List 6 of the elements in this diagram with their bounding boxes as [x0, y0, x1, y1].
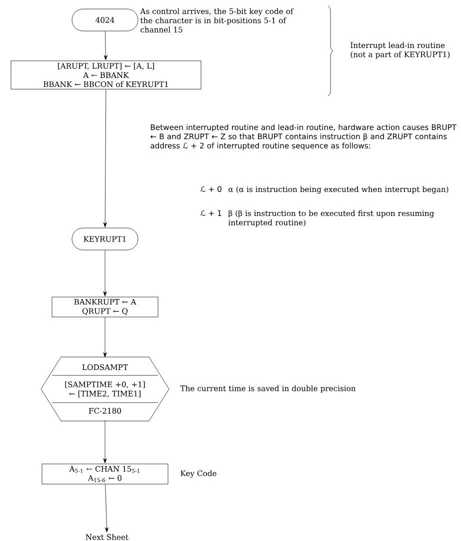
- arrow: [104, 484, 108, 532]
- arrow: [104, 31, 108, 60]
- arrow: [103, 316, 107, 358]
- arrow: [103, 420, 107, 464]
- arrow: [103, 89, 107, 228]
- arrow: [103, 250, 107, 296]
